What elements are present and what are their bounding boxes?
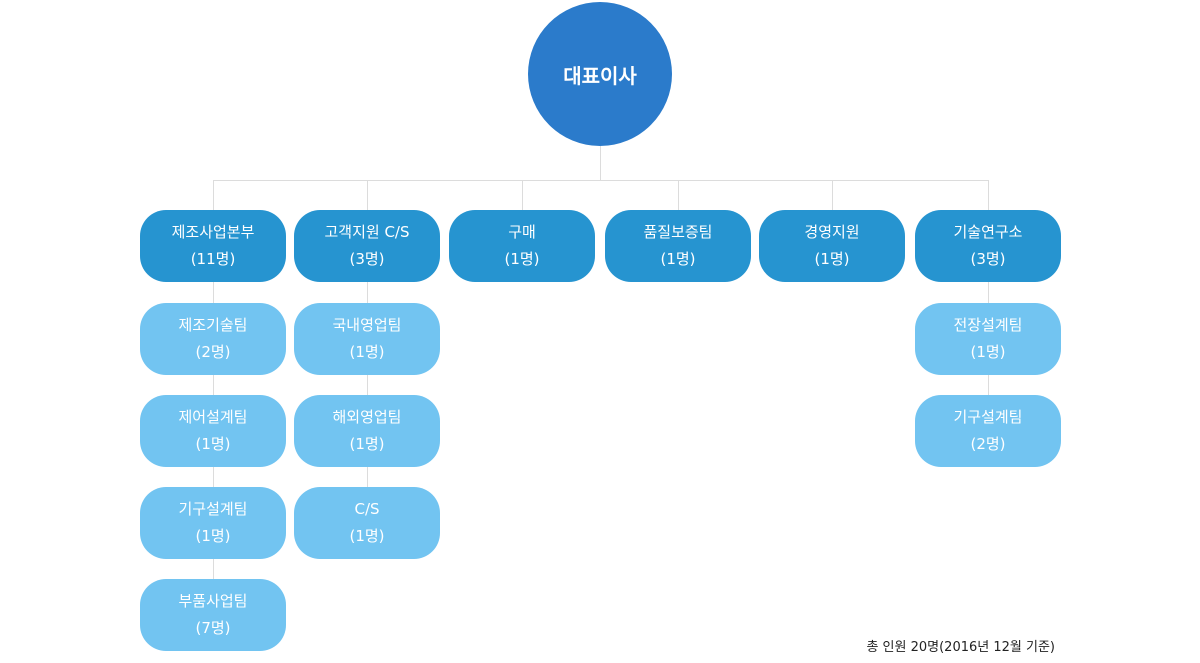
node-name: 구매 (508, 223, 536, 241)
department-node: 기술연구소 (3명) (915, 210, 1061, 282)
node-headcount: (3명) (349, 250, 385, 268)
team-node: 제어설계팀 (1명) (140, 395, 286, 467)
connector-department (988, 180, 989, 210)
node-name: 제조사업본부 (171, 223, 255, 241)
node-name: 제어설계팀 (178, 408, 248, 426)
connector-department (367, 180, 368, 210)
connector-teams (367, 282, 368, 487)
connector-horizontal (213, 180, 989, 181)
node-name: C/S (354, 500, 380, 518)
node-name: 기구설계팀 (953, 408, 1023, 426)
node-name: 제조기술팀 (178, 316, 248, 334)
node-name: 기술연구소 (953, 223, 1023, 241)
connector-ceo (600, 146, 601, 180)
node-headcount: (1명) (814, 250, 850, 268)
node-headcount: (1명) (349, 343, 385, 361)
team-node: 부품사업팀 (7명) (140, 579, 286, 651)
node-headcount: (1명) (195, 435, 231, 453)
department-node: 고객지원 C/S (3명) (294, 210, 440, 282)
node-headcount: (2명) (970, 435, 1006, 453)
department-node: 경영지원 (1명) (759, 210, 905, 282)
node-headcount: (1명) (195, 527, 231, 545)
node-headcount: (2명) (195, 343, 231, 361)
node-name: 해외영업팀 (332, 408, 402, 426)
team-node: C/S (1명) (294, 487, 440, 559)
team-node: 국내영업팀 (1명) (294, 303, 440, 375)
team-node: 전장설계팀 (1명) (915, 303, 1061, 375)
footer-note: 총 인원 20명(2016년 12월 기준) (866, 640, 1055, 655)
node-name: 부품사업팀 (178, 592, 248, 610)
team-node: 제조기술팀 (2명) (140, 303, 286, 375)
node-name: 고객지원 C/S (324, 223, 410, 241)
ceo-label: 대표이사 (563, 63, 637, 88)
connector-department (832, 180, 833, 210)
node-headcount: (1명) (349, 435, 385, 453)
node-name: 기구설계팀 (178, 500, 248, 518)
node-name: 경영지원 (804, 223, 860, 241)
node-headcount: (7명) (195, 619, 231, 637)
team-node: 해외영업팀 (1명) (294, 395, 440, 467)
team-node: 기구설계팀 (1명) (140, 487, 286, 559)
connector-department (522, 180, 523, 210)
node-headcount: (1명) (504, 250, 540, 268)
node-name: 전장설계팀 (953, 316, 1023, 334)
node-headcount: (11명) (190, 250, 236, 268)
department-node: 품질보증팀 (1명) (605, 210, 751, 282)
department-node: 구매 (1명) (449, 210, 595, 282)
node-headcount: (1명) (349, 527, 385, 545)
node-headcount: (3명) (970, 250, 1006, 268)
connector-department (213, 180, 214, 210)
department-node: 제조사업본부 (11명) (140, 210, 286, 282)
node-name: 품질보증팀 (643, 223, 713, 241)
node-headcount: (1명) (970, 343, 1006, 361)
team-node: 기구설계팀 (2명) (915, 395, 1061, 467)
ceo-node: 대표이사 (528, 2, 672, 146)
node-name: 국내영업팀 (332, 316, 402, 334)
node-headcount: (1명) (660, 250, 696, 268)
connector-department (678, 180, 679, 210)
